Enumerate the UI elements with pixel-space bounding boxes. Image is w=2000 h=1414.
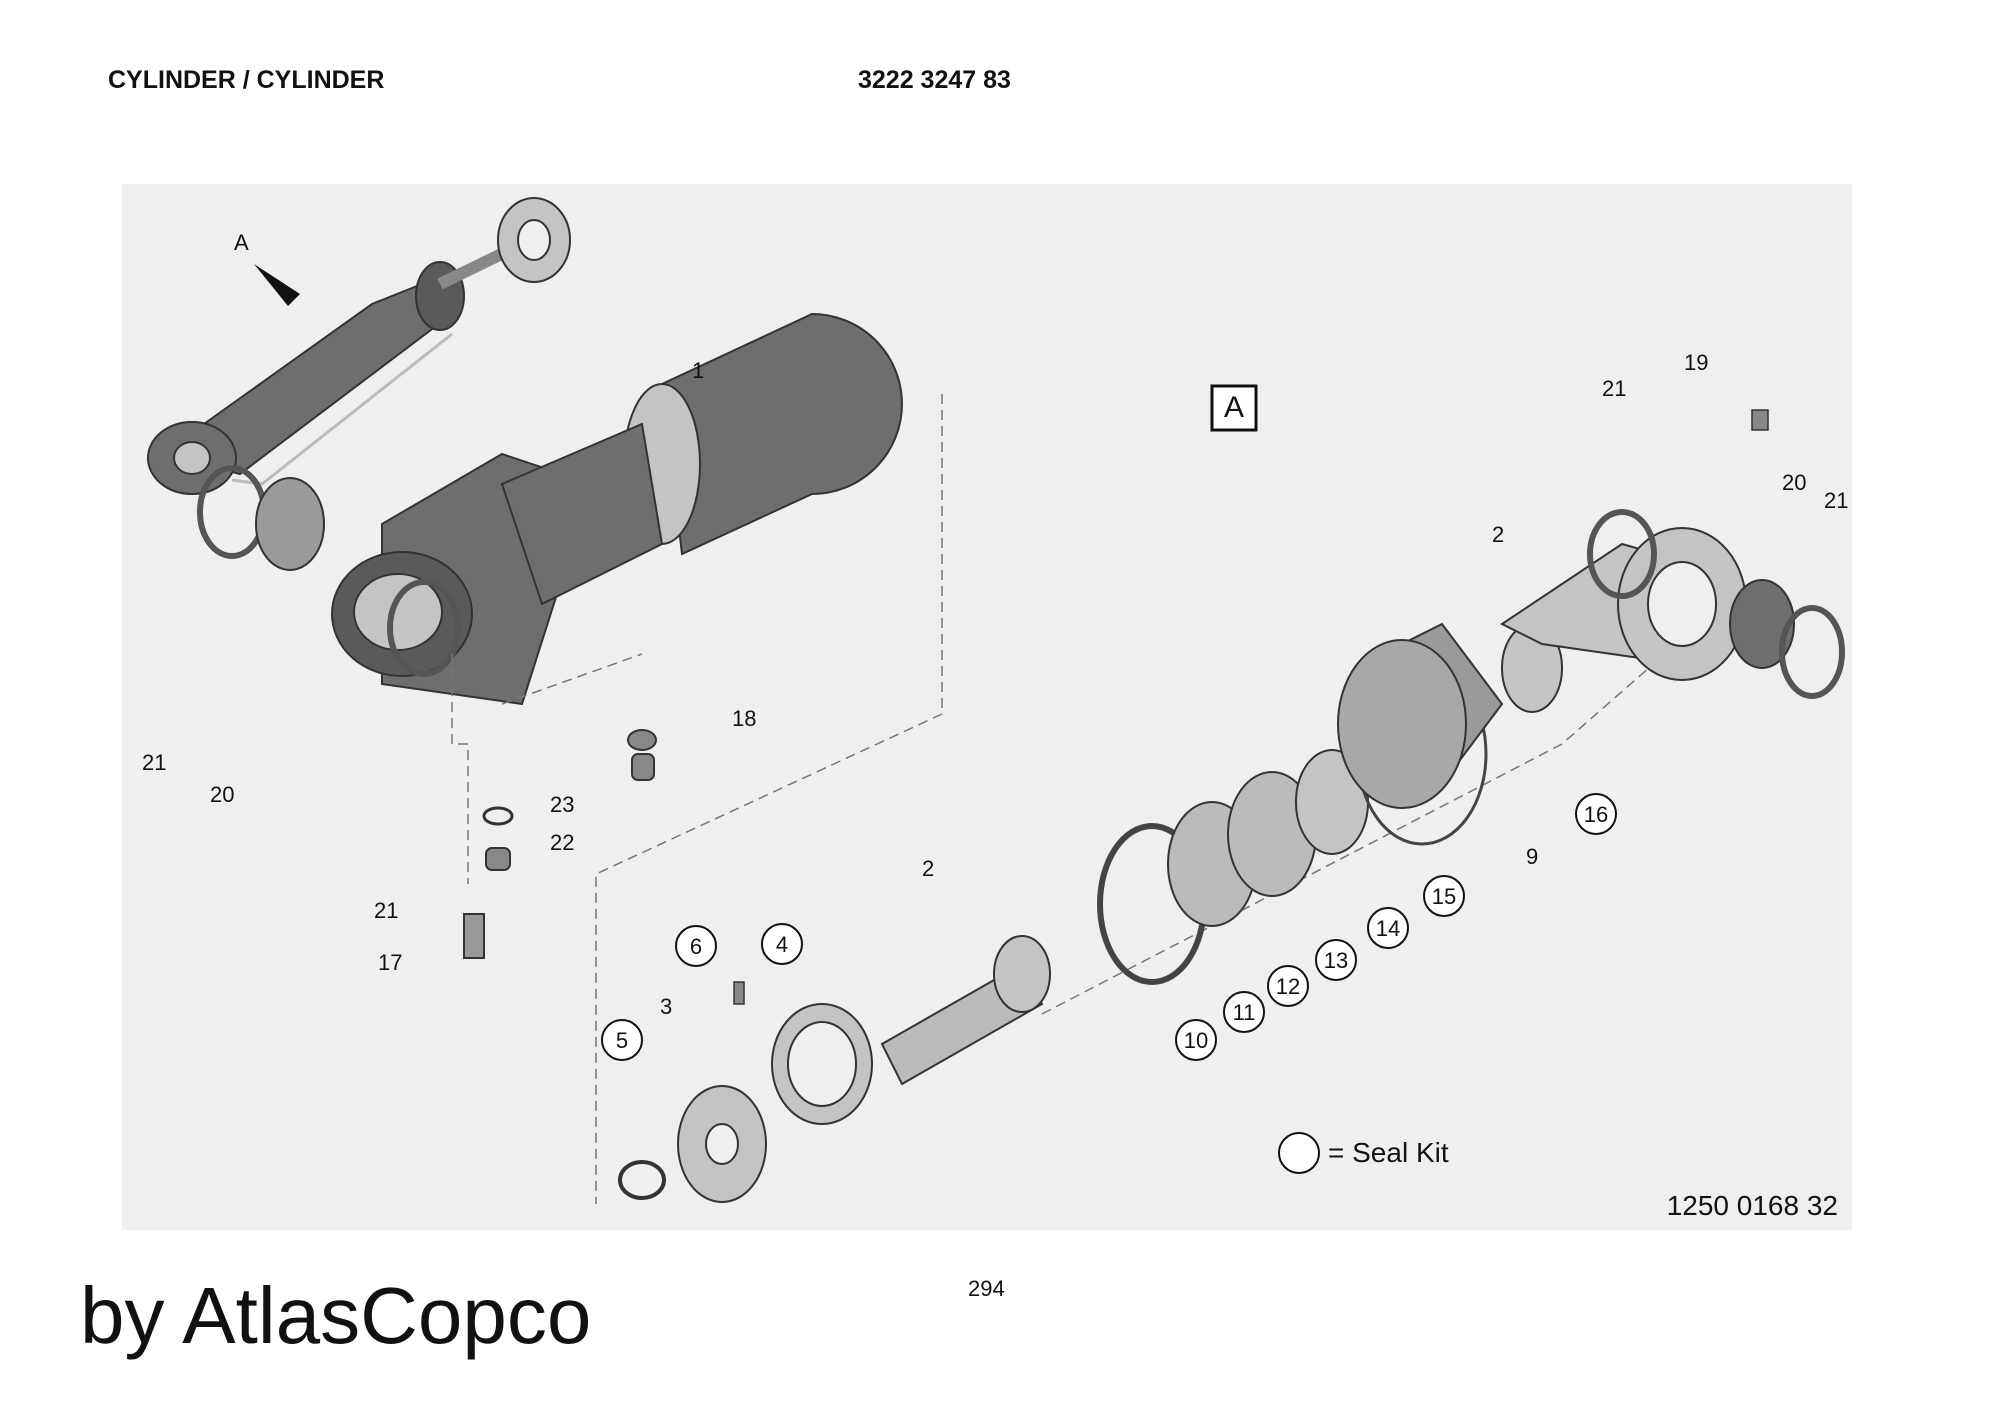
page-title: CYLINDER / CYLINDER	[108, 66, 385, 94]
label-22: 22	[550, 830, 574, 855]
piston-rod	[880, 935, 1051, 1086]
label-21-right: 21	[1824, 488, 1848, 513]
seal-kit-circles	[601, 793, 1617, 1061]
detail-box-a	[1210, 384, 1258, 432]
view-arrow-icon	[254, 264, 300, 306]
view-marker-a: A	[234, 230, 249, 255]
callout-14: 14	[1376, 916, 1400, 941]
cylinder-head	[331, 422, 664, 706]
callout-13: 13	[1324, 948, 1348, 973]
small-parts	[463, 729, 657, 959]
rod-eye	[1500, 409, 1845, 699]
label-21-bottom: 21	[374, 898, 398, 923]
label-20-left: 20	[210, 782, 234, 807]
page-number: 294	[968, 1276, 1005, 1301]
label-21-top: 21	[1602, 376, 1626, 401]
seal-kit-legend-text: = Seal Kit	[1328, 1137, 1449, 1168]
label-23: 23	[550, 792, 574, 817]
cylinder-drawing: A	[142, 197, 1848, 1204]
piston-assembly	[618, 981, 873, 1203]
label-20-right: 20	[1782, 470, 1806, 495]
label-3: 3	[660, 994, 672, 1019]
label-2-rod-eye: 2	[1492, 522, 1504, 547]
seal-rings	[1097, 623, 1563, 985]
callout-6: 6	[690, 934, 702, 959]
callout-12: 12	[1276, 974, 1300, 999]
label-9: 9	[1526, 844, 1538, 869]
bearing-left	[197, 465, 461, 677]
seal-kit-legend: = Seal Kit	[1278, 1132, 1449, 1174]
label-17: 17	[378, 950, 402, 975]
watermark: by AtlasCopco	[80, 1271, 592, 1360]
callout-4: 4	[776, 932, 788, 957]
assembled-cylinder	[147, 197, 571, 495]
callout-5: 5	[616, 1028, 628, 1053]
label-21-left: 21	[142, 750, 166, 775]
exploded-view-figure: A	[122, 184, 1852, 1230]
label-18: 18	[732, 706, 756, 731]
label-19: 19	[1684, 350, 1708, 375]
gland-nut	[1337, 622, 1504, 809]
callout-16: 16	[1584, 802, 1608, 827]
callout-15: 15	[1432, 884, 1456, 909]
seal-kit-circle-icon	[1278, 1132, 1320, 1174]
drawing-number: 1250 0168 32	[1666, 1190, 1838, 1221]
part-number: 3222 3247 83	[858, 66, 1011, 94]
barrel-part	[623, 312, 903, 556]
detail-box-label: A	[1224, 391, 1244, 424]
label-2-rod: 2	[922, 856, 934, 881]
label-1: 1	[692, 358, 704, 383]
callout-11: 11	[1233, 1000, 1256, 1025]
callout-10: 10	[1184, 1028, 1208, 1053]
